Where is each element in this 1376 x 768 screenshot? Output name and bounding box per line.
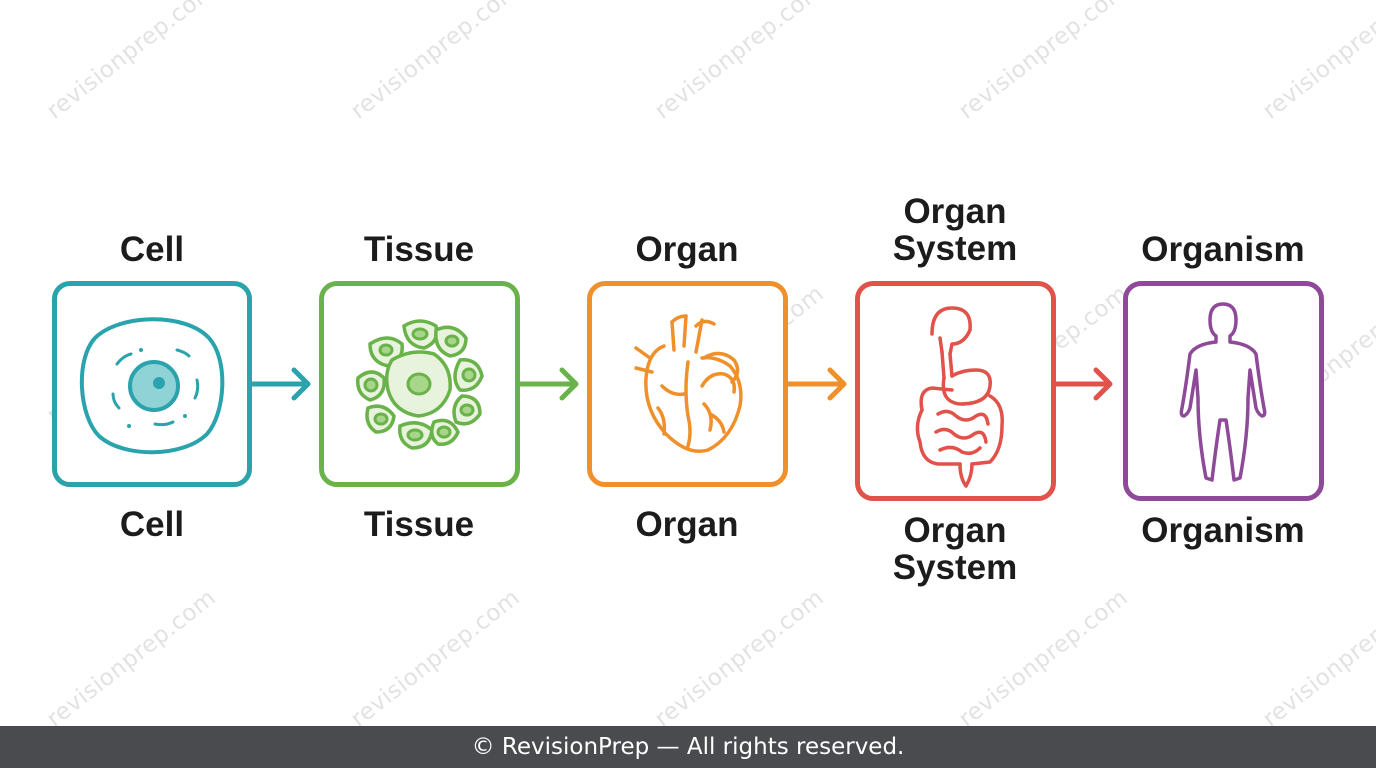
stage-label-organ-system: Organ System — [892, 192, 1018, 268]
stage-box-tissue — [319, 281, 520, 487]
watermark: revisionprep.com — [346, 584, 526, 726]
watermark: revisionprep.com — [346, 0, 526, 125]
watermark: revisionprep.com — [650, 0, 830, 125]
stage-label-cell: Cell — [119, 230, 185, 269]
watermark: revisionprep.com — [42, 584, 222, 726]
human-body-icon — [1179, 302, 1267, 482]
footer-copyright: © RevisionPrep — All rights reserved. — [0, 726, 1376, 768]
watermark: revisionprep.com — [1258, 0, 1376, 125]
stage-box-organism — [1123, 281, 1324, 501]
arrow-cell-to-tissue — [252, 367, 311, 401]
heart-icon — [634, 314, 743, 453]
stage-caption-organism: Organism — [1141, 511, 1305, 550]
stage-label-tissue: Tissue — [363, 230, 475, 269]
watermark: revisionprep.com — [954, 0, 1134, 125]
stage-box-organ-system — [855, 281, 1056, 501]
stage-caption-cell: Cell — [119, 505, 185, 544]
arrow-organ-to-organ-system — [788, 367, 847, 401]
watermark: revisionprep.com — [650, 584, 830, 726]
arrow-tissue-to-organ — [520, 367, 579, 401]
watermark: revisionprep.com — [1258, 584, 1376, 726]
watermark: revisionprep.com — [42, 0, 222, 125]
stage-caption-organ-system: Organ System — [892, 511, 1018, 587]
stage-box-cell — [52, 281, 252, 487]
stage-label-organ: Organ — [635, 230, 739, 269]
stage-label-organism: Organism — [1141, 230, 1305, 269]
digestive-system-icon — [915, 306, 1004, 488]
tissue-icon — [356, 319, 484, 450]
stage-caption-organ: Organ — [635, 505, 739, 544]
watermark: revisionprep.com — [954, 584, 1134, 726]
arrow-organ-system-to-organism — [1056, 367, 1113, 401]
cell-icon — [79, 317, 225, 455]
stage-box-organ — [587, 281, 788, 487]
stage-caption-tissue: Tissue — [363, 505, 475, 544]
